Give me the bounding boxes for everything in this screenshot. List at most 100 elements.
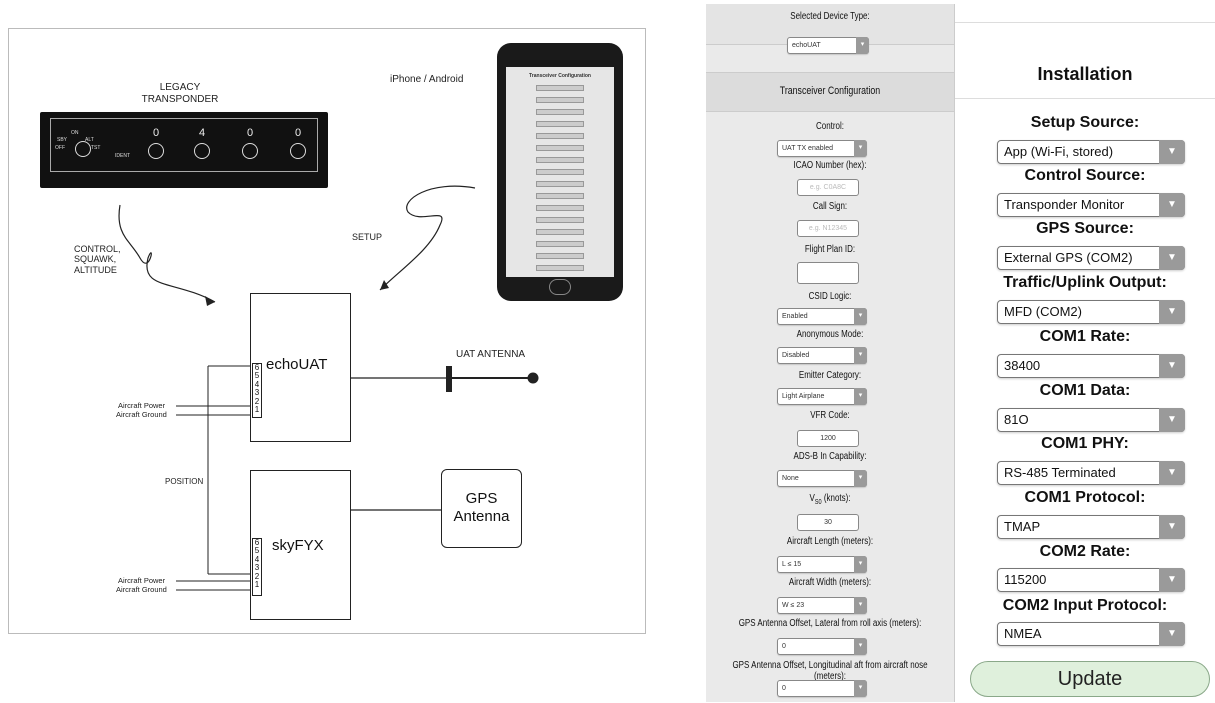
- install-divider: [955, 98, 1215, 99]
- lat-offset-select[interactable]: 0▾: [777, 638, 867, 655]
- lon-offset-select[interactable]: 0▾: [777, 680, 867, 697]
- com2-input-protocol-value: NMEA: [1004, 626, 1042, 641]
- vso-label-sub: S0: [814, 499, 822, 506]
- gps-antenna-box: [441, 469, 522, 548]
- lat-offset-label: GPS Antenna Offset, Lateral from roll ax…: [738, 618, 922, 629]
- skyfyx-label: skyFYX: [272, 537, 324, 554]
- com1-protocol-label: COM1 Protocol:: [1024, 489, 1146, 506]
- vfr-input[interactable]: 1200: [797, 430, 859, 447]
- com2-input-protocol-select[interactable]: NMEA▼: [997, 622, 1185, 646]
- mode-label: ALT: [85, 137, 94, 143]
- gps-antenna-label: GPS Antenna: [453, 490, 510, 525]
- control-source-label: Control Source:: [1024, 167, 1146, 184]
- mode-label: SBY: [57, 137, 68, 143]
- com1-phy-select[interactable]: RS-485 Terminated ▼: [997, 461, 1185, 485]
- anonymous-value: Disabled: [782, 352, 810, 359]
- squawk-knob-icon: [194, 143, 210, 159]
- aircraft-power-label: Aircraft Power: [118, 401, 166, 410]
- vso-input[interactable]: 30: [797, 514, 859, 531]
- vso-label-v: V: [809, 493, 815, 504]
- chevron-down-icon: ▾: [854, 140, 867, 157]
- anonymous-select[interactable]: Disabled▾: [777, 347, 867, 364]
- phone-screen-title: Transceiver Configuration: [529, 73, 591, 79]
- com2-rate-label: COM2 Rate:: [1039, 543, 1131, 560]
- update-button[interactable]: Update: [970, 661, 1210, 697]
- mode-label: TST: [91, 145, 101, 151]
- emitter-label: Emitter Category:: [798, 370, 862, 381]
- pin: 3: [254, 563, 260, 573]
- width-select[interactable]: W ≤ 23▾: [777, 597, 867, 614]
- control-value: UAT TX enabled: [782, 145, 833, 152]
- length-value: L ≤ 15: [782, 561, 802, 568]
- setup-label: SETUP: [352, 232, 383, 242]
- setup-source-value: App (Wi-Fi, stored): [1004, 144, 1114, 159]
- lat-offset-value: 0: [782, 643, 786, 650]
- chevron-down-icon: ▼: [1159, 246, 1185, 270]
- pin: 3: [254, 388, 260, 398]
- squawk-digit: 0: [247, 127, 254, 139]
- vfr-label: VFR Code:: [810, 410, 850, 421]
- com2-rate-select[interactable]: 115200▼: [997, 568, 1185, 592]
- lon-offset-label: GPS Antenna Offset, Longitudinal aft fro…: [732, 660, 928, 682]
- emitter-select[interactable]: Light Airplane▾: [777, 388, 867, 405]
- com1-data-label: COM1 Data:: [1039, 382, 1131, 399]
- device-type-value: echoUAT: [792, 42, 821, 49]
- com2-rate-value: 115200: [1004, 572, 1047, 587]
- com1-protocol-select[interactable]: TMAP▼: [997, 515, 1185, 539]
- home-button-icon: [549, 279, 571, 295]
- control-arrow: [118, 204, 216, 303]
- flightplan-input[interactable]: [797, 262, 859, 284]
- chevron-down-icon: ▼: [1159, 461, 1185, 485]
- wiring-diagram: [8, 28, 646, 634]
- callsign-input[interactable]: e.g. N12345: [797, 220, 859, 237]
- setup-source-label: Setup Source:: [1030, 114, 1140, 131]
- pin: 1: [254, 405, 260, 415]
- squawk-knob-icon: [148, 143, 164, 159]
- chevron-down-icon: ▾: [854, 597, 867, 614]
- chevron-down-icon: ▼: [1159, 408, 1185, 432]
- pin: 2: [254, 571, 260, 581]
- control-label: CONTROL, SQUAWK, ALTITUDE: [74, 244, 121, 275]
- control-source-select[interactable]: Transponder Monitor▼: [997, 193, 1185, 217]
- selected-device-label: Selected Device Type:: [790, 11, 870, 22]
- pin: 6: [254, 538, 260, 547]
- gps-source-select[interactable]: External GPS (COM2)▼: [997, 246, 1185, 270]
- pin: 5: [254, 371, 260, 381]
- installation-title: Installation: [1037, 64, 1133, 84]
- com1-rate-select[interactable]: 38400▼: [997, 354, 1185, 378]
- squawk-digit: 4: [199, 127, 206, 139]
- setup-source-select[interactable]: App (Wi-Fi, stored)▼: [997, 140, 1185, 164]
- echouat-pins: 6 5 4 3 2 1: [252, 363, 262, 418]
- traffic-output-value: MFD (COM2): [1004, 304, 1082, 319]
- adsb-select[interactable]: None▾: [777, 470, 867, 487]
- chevron-down-icon: ▾: [854, 556, 867, 573]
- mode-knob-icon: [75, 141, 91, 157]
- vso-label: VS0 (knots):: [731, 493, 929, 506]
- chevron-down-icon: ▾: [854, 388, 867, 405]
- chevron-down-icon: ▼: [1159, 300, 1185, 324]
- chevron-down-icon: ▾: [854, 680, 867, 697]
- aircraft-power-label: Aircraft Power: [118, 576, 166, 585]
- com1-data-select[interactable]: 81O▼: [997, 408, 1185, 432]
- pin: 5: [254, 546, 260, 556]
- com1-phy-value: RS-485 Terminated: [1004, 465, 1116, 480]
- phone-label: iPhone / Android: [390, 74, 464, 85]
- chevron-down-icon: ▾: [856, 37, 869, 54]
- device-type-select[interactable]: echoUAT ▾: [787, 37, 869, 54]
- csid-select[interactable]: Enabled▾: [777, 308, 867, 325]
- chevron-down-icon: ▾: [854, 308, 867, 325]
- position-label: POSITION: [165, 477, 204, 486]
- transponder-title: LEGACY TRANSPONDER: [141, 82, 219, 105]
- com2-input-protocol-label: COM2 Input Protocol:: [1002, 597, 1168, 614]
- traffic-output-select[interactable]: MFD (COM2) ▼: [997, 300, 1185, 324]
- length-select[interactable]: L ≤ 15 ▾: [777, 556, 867, 573]
- pin: 1: [254, 580, 260, 590]
- chevron-down-icon: ▾: [854, 638, 867, 655]
- control-select[interactable]: UAT TX enabled ▾: [777, 140, 867, 157]
- icao-label: ICAO Number (hex):: [793, 160, 867, 171]
- pin: 6: [254, 363, 260, 372]
- diagram-lines: [118, 185, 539, 591]
- icao-input[interactable]: e.g. C0A8C: [797, 179, 859, 196]
- squawk-knob-icon: [242, 143, 258, 159]
- control-field-label: Control:: [815, 121, 844, 132]
